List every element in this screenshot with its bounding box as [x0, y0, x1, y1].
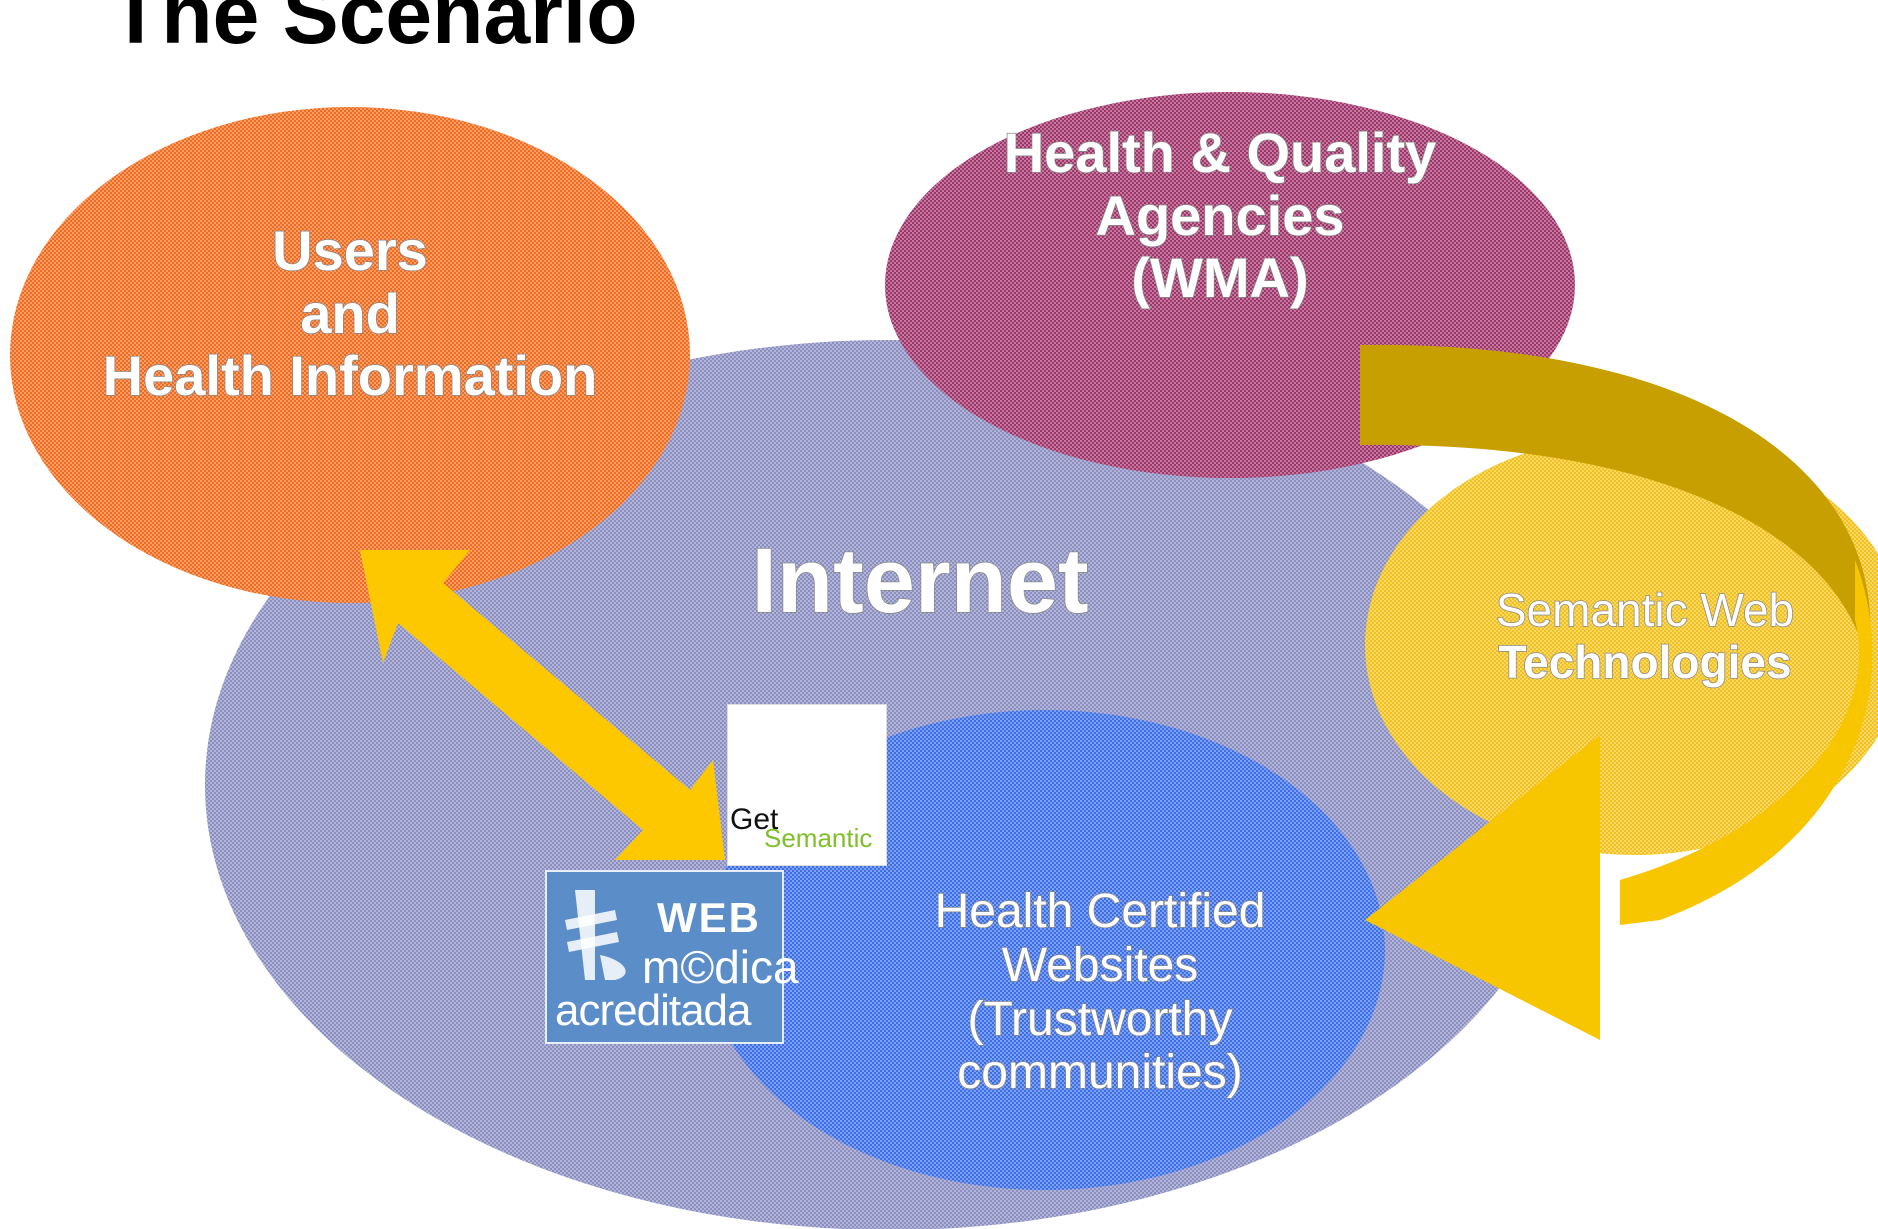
users-label-line: Health Information	[102, 344, 598, 408]
agencies-label-line: (WMA)	[1131, 246, 1310, 310]
getsemantic-logo-word2: Semantic	[764, 823, 873, 853]
websites-label: Health Certified Websites (Trustworthy c…	[820, 884, 1380, 1100]
semantic-web-label-line: Technologies	[1498, 635, 1793, 688]
wma-logo-line3: acreditada	[555, 986, 751, 1035]
users-label-line: Users	[271, 219, 428, 283]
websites-label-line: Health Certified	[934, 884, 1266, 938]
page-title: The Scenario	[110, 0, 638, 61]
internet-label: Internet	[690, 529, 1150, 633]
wma-logo: WEB m©dica acreditada	[545, 870, 799, 1044]
users-websites-double-arrow	[360, 550, 725, 860]
users-ellipse-texture	[10, 107, 690, 603]
agencies-label-line: Agencies	[1095, 183, 1346, 247]
wma-logo-line1: WEB	[657, 894, 761, 941]
websites-label-line: Websites	[1001, 938, 1199, 992]
wma-logo-line2: m©dica	[642, 941, 799, 993]
users-label-line: and	[299, 281, 400, 345]
semantic-web-label: Semantic Web Technologies	[1420, 584, 1870, 688]
semantic-web-ellipse-texture	[1365, 435, 1878, 855]
getsemantic-logo: Get Semantic	[727, 704, 887, 866]
agencies-to-websites-arrow	[1360, 344, 1873, 1040]
users-label: Users and Health Information	[40, 219, 660, 408]
websites-label-line: communities)	[957, 1046, 1244, 1100]
getsemantic-logo-word1: Get	[730, 803, 779, 836]
internet-label-text: Internet	[751, 529, 1090, 633]
agencies-label-line: Health & Quality	[1003, 121, 1437, 185]
websites-label-line: (Trustworthy	[967, 992, 1233, 1046]
caduceus-icon	[565, 890, 626, 980]
agencies-label: Health & Quality Agencies (WMA)	[900, 121, 1540, 310]
semantic-web-label-line: Semantic Web	[1495, 584, 1795, 637]
